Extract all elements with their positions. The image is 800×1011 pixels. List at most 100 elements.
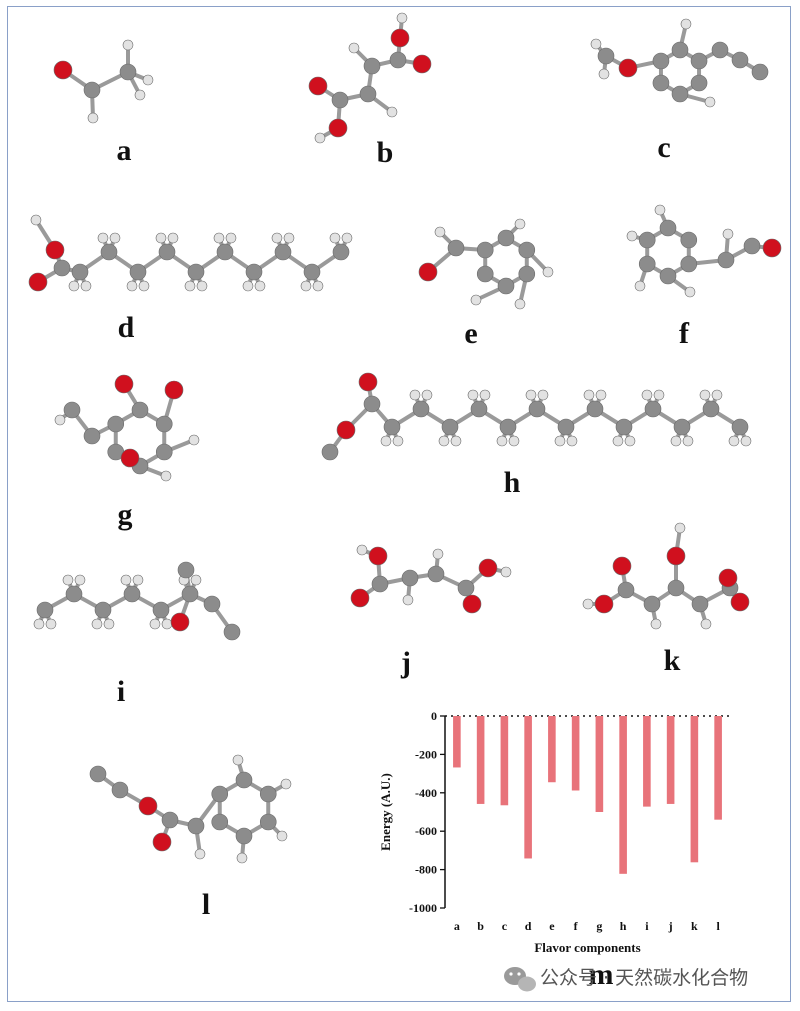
carbon-atom bbox=[63, 401, 81, 419]
hydrogen-atom bbox=[312, 280, 324, 292]
oxygen-atom bbox=[390, 28, 410, 48]
x-tick-label-l: l bbox=[716, 919, 720, 933]
carbon-atom bbox=[161, 811, 179, 829]
carbon-atom bbox=[441, 418, 459, 436]
panel-label-e: e bbox=[464, 317, 477, 350]
hydrogen-atom bbox=[470, 294, 482, 306]
bar-g bbox=[595, 716, 604, 812]
hydrogen-atom bbox=[62, 574, 74, 586]
bar-j bbox=[666, 716, 675, 804]
bar-b bbox=[476, 716, 485, 804]
hydrogen-atom bbox=[54, 414, 66, 426]
carbon-atom bbox=[711, 41, 729, 59]
oxygen-atom bbox=[462, 594, 482, 614]
hydrogen-atom bbox=[160, 470, 172, 482]
hydrogen-atom bbox=[728, 435, 740, 447]
hydrogen-atom bbox=[421, 389, 433, 401]
x-tick-label-f: f bbox=[574, 919, 579, 933]
hydrogen-atom bbox=[167, 232, 179, 244]
panel-label-m: m bbox=[589, 958, 614, 991]
carbon-atom bbox=[331, 91, 349, 109]
hydrogen-atom bbox=[479, 389, 491, 401]
oxygen-atom bbox=[164, 380, 184, 400]
hydrogen-atom bbox=[704, 96, 716, 108]
hydrogen-atom bbox=[554, 435, 566, 447]
oxygen-atom bbox=[28, 272, 48, 292]
carbon-atom bbox=[427, 565, 445, 583]
carbon-atom bbox=[690, 52, 708, 70]
bar-k bbox=[690, 716, 699, 863]
panel-label-c: c bbox=[657, 131, 670, 164]
hydrogen-atom bbox=[496, 435, 508, 447]
oxygen-atom bbox=[170, 612, 190, 632]
panel-label-a: a bbox=[117, 134, 132, 167]
panel-label-k: k bbox=[664, 644, 681, 677]
molecule-e bbox=[418, 218, 554, 310]
hydrogen-atom bbox=[184, 280, 196, 292]
carbon-atom bbox=[659, 267, 677, 285]
carbon-atom bbox=[731, 51, 749, 69]
carbon-atom bbox=[717, 251, 735, 269]
bar-d bbox=[524, 716, 532, 859]
watermark: 公众号 · 天然碳水化合物 bbox=[504, 967, 748, 992]
carbon-atom bbox=[497, 277, 515, 295]
hydrogen-atom bbox=[122, 39, 134, 51]
bar-a bbox=[453, 716, 461, 768]
hydrogen-atom bbox=[583, 389, 595, 401]
oxygen-atom bbox=[618, 58, 638, 78]
hydrogen-atom bbox=[126, 280, 138, 292]
hydrogen-atom bbox=[682, 435, 694, 447]
carbon-atom bbox=[158, 243, 176, 261]
molecule-c bbox=[590, 18, 769, 108]
molecule-b bbox=[308, 12, 432, 144]
hydrogen-atom bbox=[626, 230, 638, 242]
y-tick-label: -200 bbox=[415, 747, 437, 761]
bar-c bbox=[500, 716, 509, 806]
hydrogen-atom bbox=[87, 112, 99, 124]
molecule-g bbox=[54, 374, 200, 482]
hydrogen-atom bbox=[566, 435, 578, 447]
hydrogen-atom bbox=[525, 389, 537, 401]
molecule-l bbox=[89, 754, 292, 864]
carbon-atom bbox=[643, 595, 661, 613]
hydrogen-atom bbox=[722, 228, 734, 240]
hydrogen-atom bbox=[103, 618, 115, 630]
hydrogen-atom bbox=[149, 618, 161, 630]
carbon-atom bbox=[671, 85, 689, 103]
oxygen-atom bbox=[138, 796, 158, 816]
oxygen-atom bbox=[336, 420, 356, 440]
carbon-atom bbox=[447, 239, 465, 257]
oxygen-atom bbox=[328, 118, 348, 138]
hydrogen-atom bbox=[356, 544, 368, 556]
hydrogen-atom bbox=[684, 286, 696, 298]
hydrogen-atom bbox=[33, 618, 45, 630]
carbon-atom bbox=[71, 263, 89, 281]
carbon-atom bbox=[586, 400, 604, 418]
x-tick-label-h: h bbox=[620, 919, 627, 933]
hydrogen-atom bbox=[74, 574, 86, 586]
carbon-atom bbox=[123, 585, 141, 603]
panel-label-i: i bbox=[117, 675, 125, 708]
hydrogen-atom bbox=[276, 830, 288, 842]
hydrogen-atom bbox=[432, 548, 444, 560]
carbon-atom bbox=[235, 827, 253, 845]
hydrogen-atom bbox=[213, 232, 225, 244]
hydrogen-atom bbox=[188, 434, 200, 446]
carbon-atom bbox=[363, 395, 381, 413]
hydrogen-atom bbox=[80, 280, 92, 292]
carbon-atom bbox=[615, 418, 633, 436]
y-tick-label: -1000 bbox=[409, 901, 437, 915]
wechat-icon bbox=[504, 967, 536, 992]
carbon-atom bbox=[177, 561, 195, 579]
y-tick-label: 0 bbox=[431, 709, 437, 723]
carbon-atom bbox=[259, 785, 277, 803]
carbon-atom bbox=[499, 418, 517, 436]
hydrogen-atom bbox=[300, 280, 312, 292]
hydrogen-atom bbox=[232, 754, 244, 766]
hydrogen-atom bbox=[161, 618, 173, 630]
oxygen-atom bbox=[730, 592, 750, 612]
carbon-atom bbox=[211, 785, 229, 803]
carbon-atom bbox=[216, 243, 234, 261]
